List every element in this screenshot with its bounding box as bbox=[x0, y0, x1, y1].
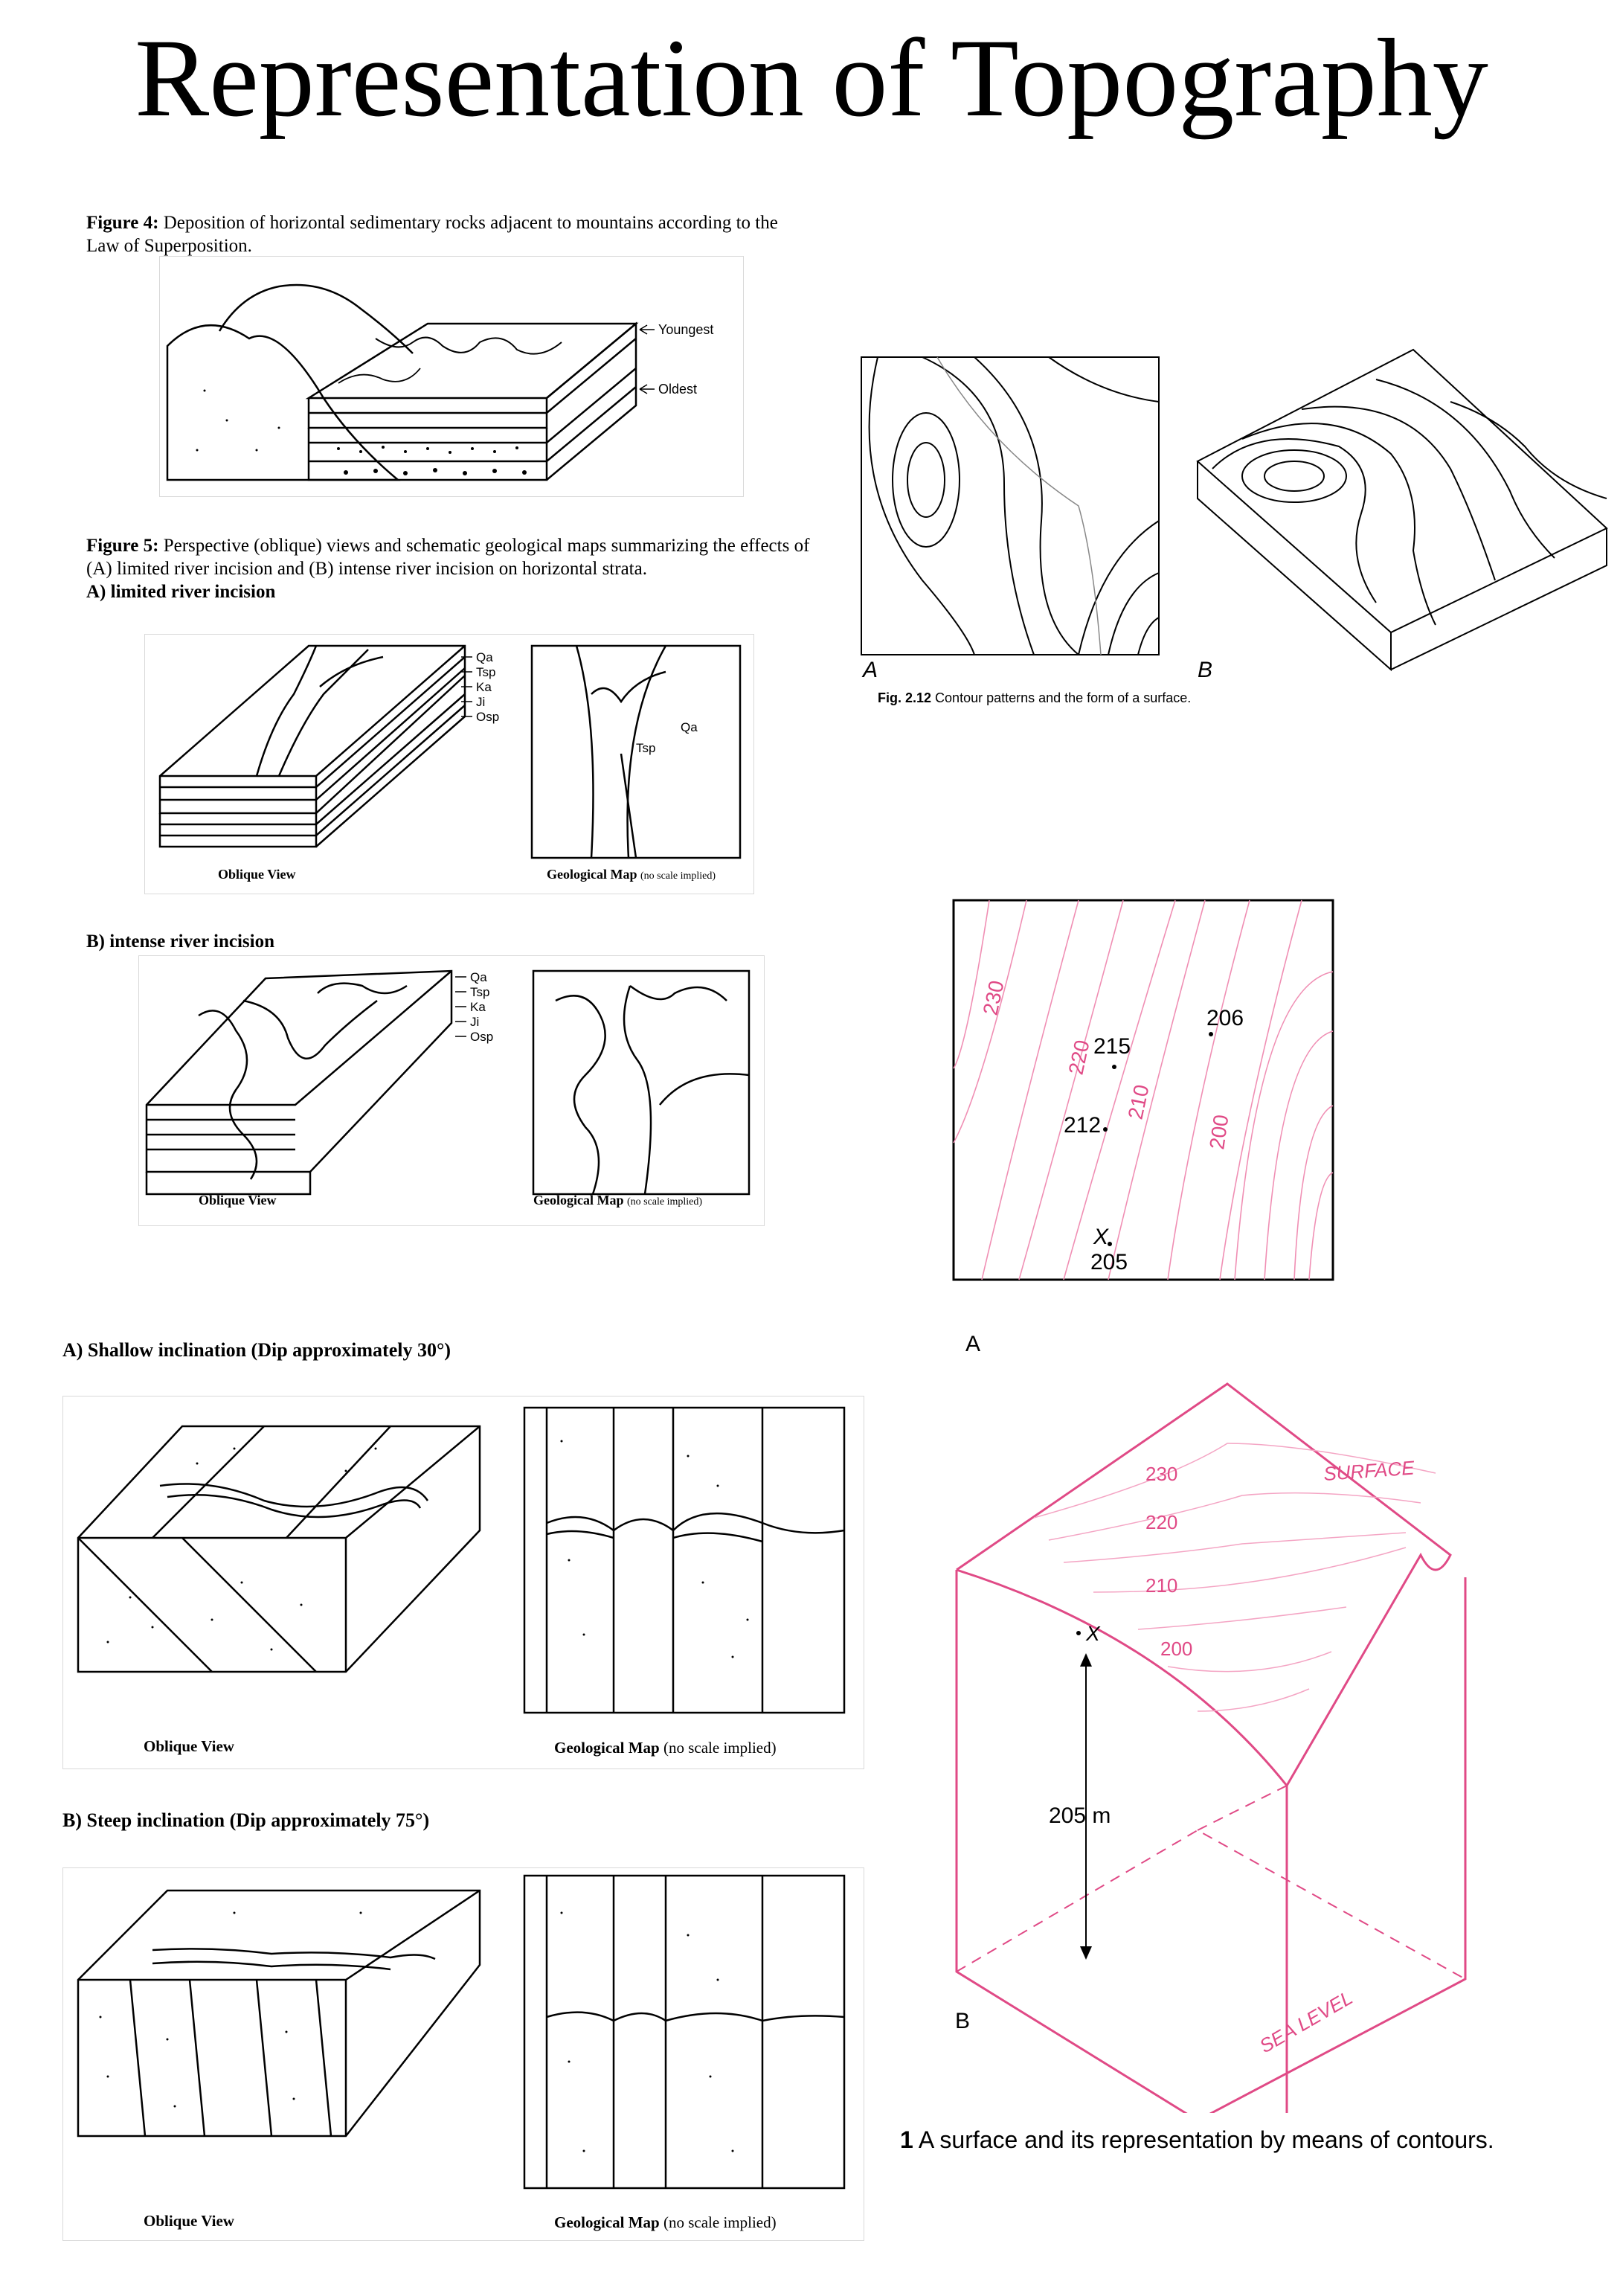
figure4-diagram: Youngest Oldest bbox=[159, 256, 744, 497]
contour-caption-number: 1 bbox=[900, 2126, 913, 2153]
shallow-geomap-label: Geological Map (no scale implied) bbox=[554, 1739, 777, 1757]
strata-label-ka-b: Ka bbox=[470, 1000, 486, 1014]
contour-label-b: B bbox=[955, 2009, 971, 2033]
spot-height-212: 212 bbox=[1064, 1113, 1101, 1138]
block-contour-220: 220 bbox=[1145, 1511, 1177, 1533]
block-contour-210: 210 bbox=[1145, 1574, 1177, 1597]
figure5-section-b-heading: B) intense river incision bbox=[86, 931, 275, 952]
figure5b-geomap-label: Geological Map (no scale implied) bbox=[533, 1193, 703, 1208]
strata-label-qa-a: Qa bbox=[476, 650, 493, 664]
shallow-inclination-heading: A) Shallow inclination (Dip approximatel… bbox=[62, 1339, 451, 1361]
contour-caption-text: A surface and its representation by mean… bbox=[918, 2126, 1494, 2153]
strata-label-ji-a: Ji bbox=[476, 695, 485, 709]
spot-height-206: 206 bbox=[1206, 1006, 1244, 1030]
map-label-tsp-a: Tsp bbox=[636, 741, 655, 755]
point-x-map: X bbox=[1093, 1225, 1109, 1249]
block-contour-230: 230 bbox=[1145, 1463, 1177, 1485]
strata-label-osp-a: Osp bbox=[476, 710, 499, 724]
figure5b-diagram: Qa Tsp Ka Ji Osp Oblique View Geological… bbox=[138, 955, 765, 1226]
point-x-block: X bbox=[1085, 1622, 1101, 1645]
figure4-caption: Figure 4: Deposition of horizontal sedim… bbox=[86, 211, 815, 257]
shallow-oblique-view-label: Oblique View bbox=[144, 1737, 234, 1755]
surface-label: SURFACE bbox=[1322, 1456, 1415, 1485]
fig212-diagram: A B Fig. 2.12 Contour patterns and the f… bbox=[855, 335, 1614, 737]
spot-height-205: 205 bbox=[1090, 1250, 1128, 1274]
figure4-youngest-label: Youngest bbox=[658, 322, 713, 337]
figure5b-oblique-view-label: Oblique View bbox=[199, 1193, 277, 1208]
figure5-caption: Figure 5: Perspective (oblique) views an… bbox=[86, 534, 815, 580]
block-contour-200: 200 bbox=[1160, 1638, 1192, 1660]
map-label-qa-a: Qa bbox=[681, 720, 698, 734]
fig212-label-a: A bbox=[861, 658, 878, 682]
contour-block-b: 230 220 210 200 SURFACE SEA LEVEL X 205 … bbox=[945, 1369, 1510, 2122]
shallow-inclination-diagram: Oblique View Geological Map (no scale im… bbox=[62, 1396, 864, 1769]
steep-geomap-label: Geological Map (no scale implied) bbox=[554, 2213, 777, 2231]
figure5a-diagram: Qa Tsp Ka Ji Osp Qa Tsp Oblique View Geo… bbox=[144, 634, 754, 894]
spot-height-215: 215 bbox=[1093, 1034, 1131, 1059]
steep-oblique-view-label: Oblique View bbox=[144, 2212, 234, 2230]
map-contour-230: 230 bbox=[979, 978, 1009, 1017]
sea-level-label: SEA LEVEL bbox=[1256, 1986, 1357, 2058]
map-contour-220: 220 bbox=[1064, 1038, 1094, 1077]
strata-label-qa-b: Qa bbox=[470, 970, 487, 984]
contour-caption: 1 A surface and its representation by me… bbox=[900, 2126, 1494, 2154]
contour-label-a: A bbox=[965, 1332, 981, 1356]
fig212-label-b: B bbox=[1198, 658, 1212, 682]
figure5-caption-text: Perspective (oblique) views and schemati… bbox=[86, 536, 810, 579]
figure5-section-a-heading: A) limited river incision bbox=[86, 582, 276, 602]
figure4-label: Figure 4: bbox=[86, 213, 159, 233]
strata-label-tsp-a: Tsp bbox=[476, 665, 495, 679]
steep-inclination-heading: B) Steep inclination (Dip approximately … bbox=[62, 1809, 430, 1831]
figure5a-geomap-label: Geological Map (no scale implied) bbox=[547, 867, 716, 882]
map-contour-200: 200 bbox=[1205, 1113, 1232, 1151]
steep-inclination-diagram: Oblique View Geological Map (no scale im… bbox=[62, 1867, 864, 2241]
figure5-label: Figure 5: bbox=[86, 536, 159, 556]
strata-label-ji-b: Ji bbox=[470, 1015, 479, 1029]
figure4-caption-text: Deposition of horizontal sedimentary roc… bbox=[86, 213, 778, 256]
contour-map-a: 230 220 210 200 206 215 212 X 205 bbox=[952, 897, 1339, 1299]
strata-label-ka-a: Ka bbox=[476, 680, 492, 694]
strata-label-tsp-b: Tsp bbox=[470, 985, 489, 999]
height-label: 205 m bbox=[1049, 1803, 1111, 1828]
figure4-oldest-label: Oldest bbox=[658, 382, 697, 397]
fig212-caption: Fig. 2.12 Contour patterns and the form … bbox=[878, 690, 1192, 705]
page-title: Representation of Topography bbox=[135, 16, 1488, 140]
figure5a-oblique-view-label: Oblique View bbox=[218, 867, 296, 882]
strata-label-osp-b: Osp bbox=[470, 1030, 493, 1044]
